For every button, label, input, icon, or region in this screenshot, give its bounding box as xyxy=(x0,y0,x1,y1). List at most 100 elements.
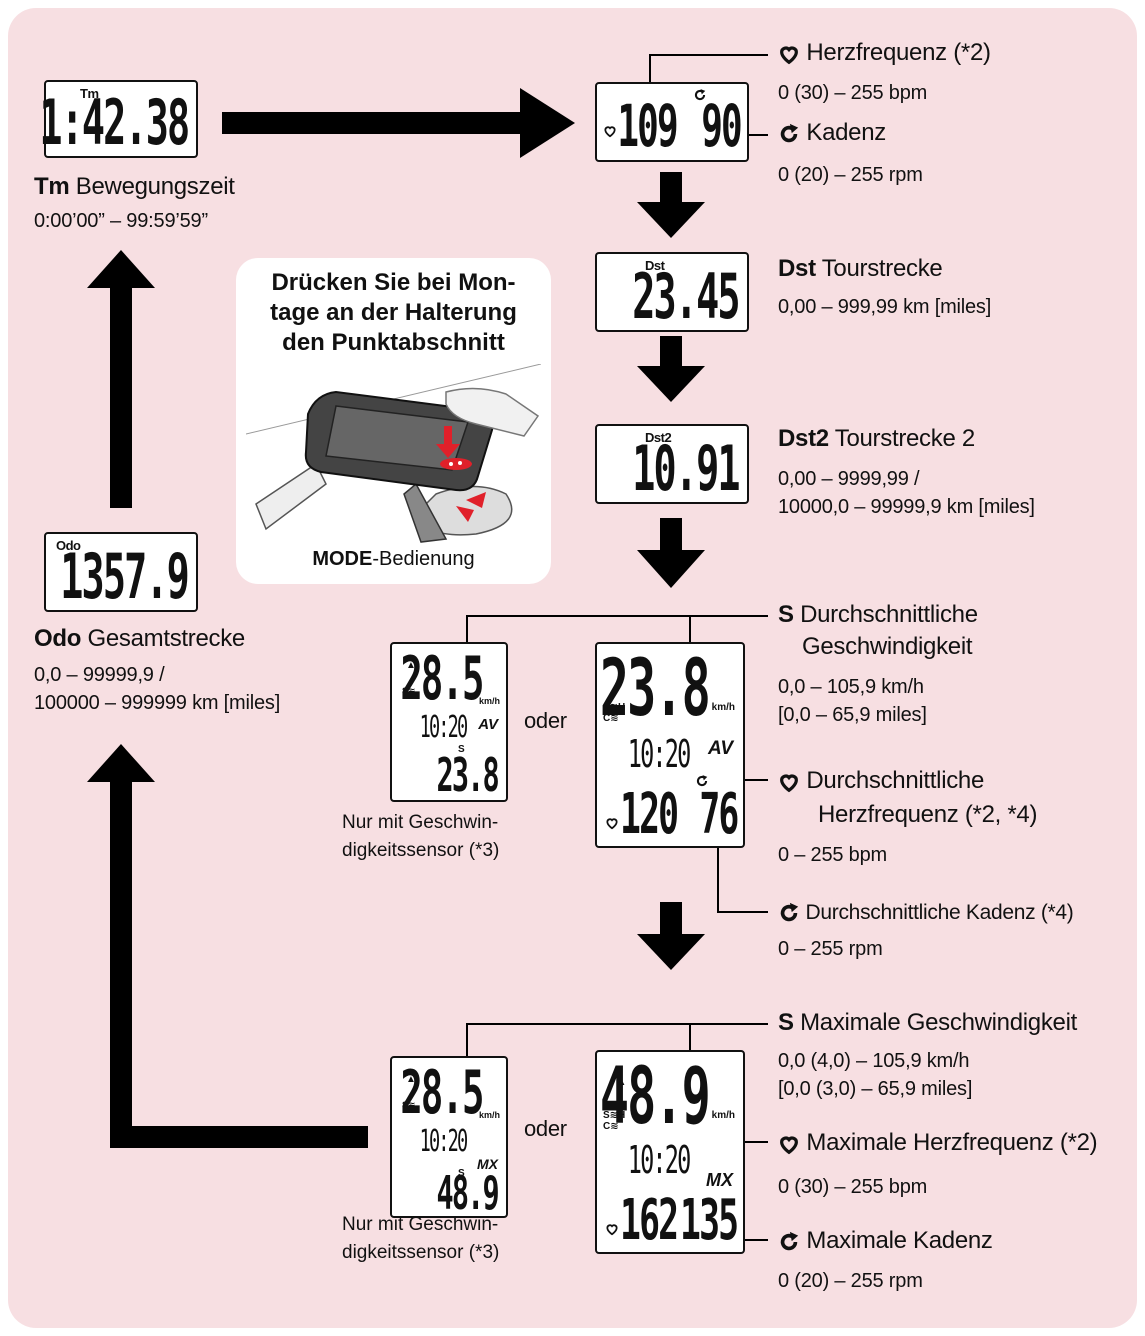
lcd-tag: Dst xyxy=(645,258,665,273)
tm-title: Bewegungszeit xyxy=(75,173,235,200)
lcd-hr-value: 120 xyxy=(619,782,679,847)
arrow-tm-to-hr-head xyxy=(520,88,575,158)
arrow-avg-to-max xyxy=(637,902,705,970)
lcd-value: 10.91 xyxy=(632,432,741,505)
heart-icon xyxy=(780,774,798,792)
hr-label: Herzfrequenz (*2) xyxy=(778,38,991,68)
lcd-value: 1357.9 xyxy=(60,540,190,613)
arrow-up-icon: ▲ xyxy=(406,660,416,671)
lcd-speed: 28.5 xyxy=(399,1058,484,1128)
odo-range-1: 0,0 – 99999,9 / xyxy=(34,664,165,686)
lcd-cadence-value: 90 xyxy=(701,92,742,160)
avg-cadence-label: Durchschnittliche Kadenz (*4) xyxy=(778,898,1074,928)
arrow-up-icon: ▲ xyxy=(615,666,627,680)
lcd-trip-distance-2: Dst2 10.91 xyxy=(595,424,749,505)
callout-title-line-3: den Punktabschnitt xyxy=(282,329,505,356)
tm-range: 0:00’00” – 99:59’59” xyxy=(34,210,208,232)
mode-caption-rest: -Bedienung xyxy=(372,548,475,570)
dst2-title: Tourstrecke 2 xyxy=(834,425,975,452)
max-cadence-label: Maximale Kadenz xyxy=(778,1226,993,1256)
cadence-range: 0 (20) – 255 rpm xyxy=(778,164,923,186)
cadence-title: Kadenz xyxy=(806,119,886,146)
arrow-hr-to-dst xyxy=(637,172,705,238)
tm-label: Tm Bewegungszeit xyxy=(34,172,235,202)
speed-only-note-average-1: Nur mit Geschwin- xyxy=(342,812,499,833)
average-badge: AV xyxy=(708,738,733,759)
odo-range-2: 100000 – 999999 km [miles] xyxy=(34,692,281,714)
tm-abbr: Tm xyxy=(34,173,70,200)
max-badge: MX xyxy=(477,1156,498,1172)
avg-speed-title-2: Geschwindigkeit xyxy=(802,633,973,660)
dst2-range-2: 10000,0 – 99999,9 km [miles] xyxy=(778,496,1035,518)
speed-indicator-icon: S≋ xyxy=(402,686,416,696)
dst2-label: Dst2 Tourstrecke 2 xyxy=(778,424,975,454)
lcd-value: 23.45 xyxy=(632,260,741,333)
or-label-max: oder xyxy=(524,1116,567,1141)
callout-title: Drücken Sie bei Mon- tage an der Halteru… xyxy=(236,268,551,358)
max-hr-label: Maximale Herzfrequenz (*2) xyxy=(778,1128,1098,1158)
dst-abbr: Dst xyxy=(778,255,816,282)
cadence-icon xyxy=(696,775,708,787)
avg-cadence-title: Durchschnittliche Kadenz (*4) xyxy=(805,901,1074,924)
avg-speed-title-1: Durchschnittliche xyxy=(800,601,978,628)
odo-abbr: Odo xyxy=(34,625,82,652)
lcd-speed: 48.9 xyxy=(599,1052,711,1142)
heart-icon xyxy=(780,46,798,64)
max-speed-title: Maximale Geschwindigkeit xyxy=(800,1009,1078,1036)
arrow-up-icon: ▲ xyxy=(615,1074,627,1088)
avg-speed-range-2: [0,0 – 65,9 miles] xyxy=(778,704,927,726)
cadence-label: Kadenz xyxy=(778,118,886,148)
lcd-moving-time: Tm 1:42.38 xyxy=(39,80,198,159)
lcd-sub-speed: 23.8 xyxy=(436,748,500,802)
avg-speed-range-1: 0,0 – 105,9 km/h xyxy=(778,676,924,698)
max-speed-label: S Maximale Geschwindigkeit xyxy=(778,1008,1077,1038)
speed-unit: km/h xyxy=(478,1110,500,1120)
lcd-trip-distance: Dst 23.45 xyxy=(595,252,749,333)
speed-unit: km/h xyxy=(711,1110,735,1121)
lcd-s-label: S xyxy=(458,1168,465,1179)
or-label-average: oder xyxy=(524,708,567,733)
lcd-odometer: Odo 1357.9 xyxy=(44,532,198,613)
avg-hr-title-2: Herzfrequenz (*2, *4) xyxy=(818,801,1038,828)
lcd-tag: Dst2 xyxy=(645,430,672,445)
speed-indicator-icon: S≋ xyxy=(402,1100,416,1110)
lcd-clock: 10:20 xyxy=(627,1138,690,1182)
speed-only-note-average-2: digkeitssensor (*3) xyxy=(342,840,500,861)
hr-title: Herzfrequenz (*2) xyxy=(806,39,991,66)
lcd-average-speed-only: ▲ S≋ 28.5 km/h 10:20 AV S 23.8 xyxy=(390,642,508,802)
lcd-s-label: S xyxy=(458,744,465,755)
cadence-icon xyxy=(780,1231,799,1250)
max-cadence-title: Maximale Kadenz xyxy=(806,1227,993,1254)
max-speed-range-1: 0,0 (4,0) – 105,9 km/h xyxy=(778,1050,970,1072)
heart-icon xyxy=(606,1224,618,1236)
diagram-background xyxy=(8,8,1137,1328)
heart-icon xyxy=(606,818,618,830)
speed-only-note-max-1: Nur mit Geschwin- xyxy=(342,1214,499,1235)
callout-title-line-2: tage an der Halterung xyxy=(270,299,517,326)
speed-only-note-max-2: digkeitssensor (*3) xyxy=(342,1242,500,1263)
heart-icon xyxy=(780,1136,798,1154)
device-on-mount-illustration xyxy=(246,364,541,543)
arrow-tm-to-hr xyxy=(222,112,522,134)
arrow-max-to-odo xyxy=(87,744,368,1148)
lcd-heart-rate: 109 90 xyxy=(595,82,749,162)
lcd-max-speed-only: ▲ S≋ 28.5 km/h 10:20 MX S 48.9 xyxy=(390,1056,508,1220)
hr-range: 0 (30) – 255 bpm xyxy=(778,82,928,104)
arrow-up-icon: ▲ xyxy=(406,1074,416,1085)
heart-icon xyxy=(604,126,616,138)
max-speed-range-2: [0,0 (3,0) – 65,9 miles] xyxy=(778,1078,973,1100)
average-badge: AV xyxy=(478,716,498,733)
lcd-tag: Tm xyxy=(80,86,99,101)
lcd-clock: 10:20 xyxy=(419,1124,468,1159)
callout-caption: MODE-Bedienung xyxy=(236,548,551,571)
odo-title: Gesamtstrecke xyxy=(87,625,245,652)
mount-callout: Drücken Sie bei Mon- tage an der Halteru… xyxy=(236,258,551,584)
lcd-speed: 28.5 xyxy=(399,644,484,714)
speed-unit: km/h xyxy=(711,702,735,713)
avg-cadence-range: 0 – 255 rpm xyxy=(778,938,883,960)
mode-button-label: MODE xyxy=(312,548,373,570)
